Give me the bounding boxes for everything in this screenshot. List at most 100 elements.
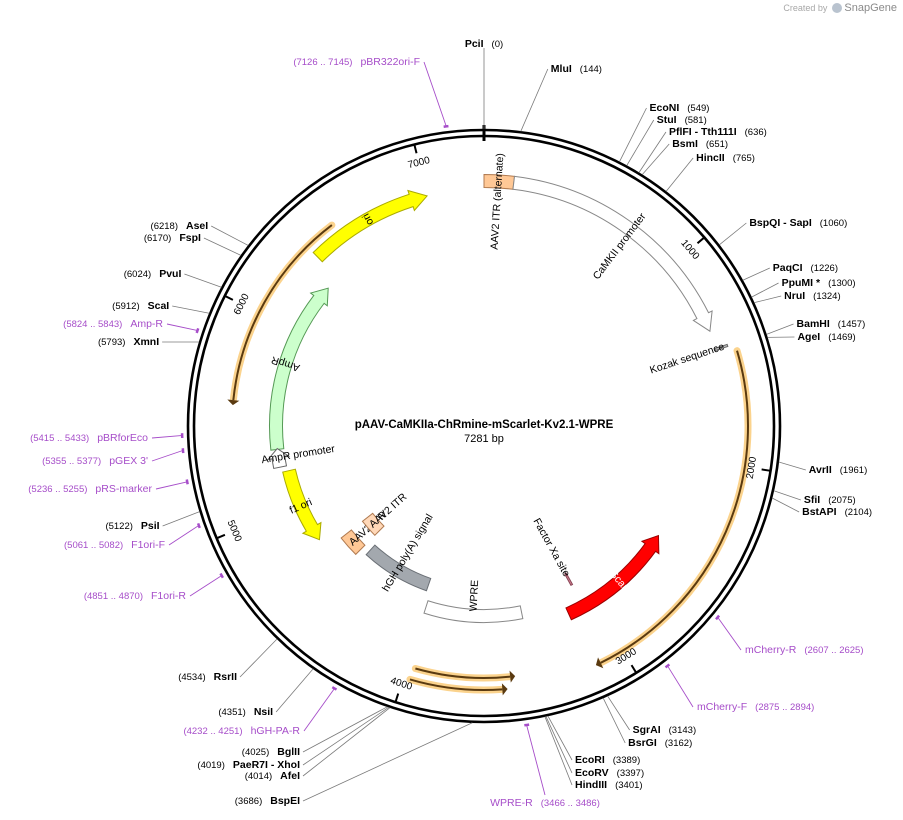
site-psii[interactable]: (5122)PsiI (105, 511, 200, 532)
primer-wpre-r[interactable]: WPRE-R(3466 .. 3486) (490, 723, 600, 809)
primer-text: (5061 .. 5082)F1ori-F (64, 539, 165, 551)
primer-hgh-pa-r[interactable]: (4232 .. 4251)hGH-PA-R (183, 686, 338, 737)
site-text: HindIII(3401) (575, 779, 643, 791)
site-hindiii[interactable]: HindIII(3401) (544, 716, 643, 791)
feature-kozak-sequence[interactable]: Kozak sequence (648, 341, 729, 377)
site-text: EcoRI(3389) (575, 754, 640, 766)
site-pvui[interactable]: (6024)PvuI (124, 268, 222, 288)
site-bsrgi[interactable]: BsrGI(3162) (602, 697, 692, 749)
site-position: (636) (745, 127, 767, 138)
site-name: AvrII (809, 464, 832, 476)
site-name: BstAPI (802, 506, 837, 518)
site-name: PaqCI (773, 262, 803, 274)
site-nrui[interactable]: NruI(1324) (754, 290, 841, 304)
site-text: BsrGI(3162) (628, 737, 692, 749)
site-text: (5793)XmnI (98, 336, 159, 348)
primer-pgex-3[interactable]: (5355 .. 5377)pGEX 3' (42, 448, 185, 467)
site-text: (6218)AseI (151, 220, 209, 232)
site-leader (203, 237, 242, 256)
primer-range: (5824 .. 5843) (63, 319, 122, 330)
site-name: NruI (784, 290, 805, 302)
primer-name: mCherry-R (745, 644, 797, 656)
site-position: (1961) (840, 465, 867, 476)
site-scai[interactable]: (5912)ScaI (112, 300, 210, 314)
primer-amp-r[interactable]: (5824 .. 5843)Amp-R (63, 318, 200, 334)
site-leader (184, 273, 222, 288)
site-fspi[interactable]: (6170)FspI (144, 232, 242, 256)
site-bspqi-sapi[interactable]: BspQI - SapI(1060) (719, 217, 847, 246)
feature-factor-xa-site[interactable]: Factor Xa site (530, 516, 574, 587)
site-leader (172, 305, 210, 314)
site-pcii[interactable]: PciI(0) (465, 38, 503, 129)
primer-range: (4232 .. 4251) (183, 726, 242, 737)
site-leader (766, 323, 794, 335)
feature-aav2-itr-alternate[interactable]: AAV2 ITR (alternate) (483, 153, 516, 250)
primer-leader (151, 435, 182, 439)
site-avrii[interactable]: AvrII (1961) (778, 461, 867, 476)
site-name: BspQI - SapI (749, 217, 812, 229)
site-name: PaeR7I - XhoI (233, 759, 300, 771)
primer-mark (664, 663, 671, 669)
site-hincii[interactable]: HincII(765) (665, 152, 755, 192)
site-bsmi[interactable]: BsmI(651) (641, 138, 728, 175)
site-leader (602, 697, 626, 744)
feature-camkii-promoter[interactable]: CaMKII promoter (512, 175, 713, 333)
site-afei[interactable]: (4014)AfeI (245, 707, 391, 782)
site-leader (162, 511, 200, 527)
tick-mark (216, 533, 226, 540)
feature-wpre[interactable]: WPRE (423, 580, 524, 623)
site-leader (773, 490, 801, 501)
feature-f1-ori[interactable]: f1 ori (282, 468, 322, 541)
primer-mark (331, 686, 338, 691)
site-xmni[interactable]: (5793)XmnI (98, 336, 200, 348)
site-rsrii[interactable]: (4534)RsrII (178, 638, 278, 683)
primer-prs-marker[interactable]: (5236 .. 5255)pRS-marker (28, 479, 189, 495)
site-econi[interactable]: EcoNI(549) (619, 102, 710, 162)
primer-text: (5415 .. 5433)pBRforEco (30, 432, 148, 444)
site-paqci[interactable]: PaqCI(1226) (742, 262, 838, 281)
feature-ori[interactable]: ori (312, 189, 428, 263)
primer-mcherry-f[interactable]: mCherry-F(2875 .. 2894) (664, 663, 815, 713)
site-sgrai[interactable]: SgrAI(3143) (607, 695, 696, 736)
site-paer7i-xhoi[interactable]: (4019)PaeR7I - XhoI (197, 706, 389, 771)
site-mlui[interactable]: MluI(144) (520, 63, 602, 132)
primer-pbr322ori-f[interactable]: (7126 .. 7145)pBR322ori-F (293, 56, 449, 128)
primer-text: (4851 .. 4870)F1ori-R (84, 590, 187, 602)
primer-mcherry-r[interactable]: mCherry-R(2607 .. 2625) (715, 614, 864, 656)
site-position: (4025) (242, 747, 269, 758)
site-bstapi[interactable]: BstAPI(2104) (771, 497, 872, 518)
primer-leader (168, 525, 199, 546)
site-position: (4014) (245, 771, 272, 782)
primer-name: mCherry-F (697, 701, 747, 713)
site-ppumi[interactable]: PpuMI *(1300) (751, 277, 856, 298)
feature-ampr[interactable]: AmpR (269, 287, 329, 451)
site-bamhi[interactable]: BamHI(1457) (766, 318, 866, 335)
feature-label: AAV2 ITR (alternate) (489, 153, 507, 250)
site-position: (5912) (112, 301, 139, 312)
site-agei[interactable]: AgeI(1469) (767, 331, 856, 343)
feature-mscarlet[interactable]: mScarlet (565, 534, 660, 621)
primer-pbrforeco[interactable]: (5415 .. 5433)pBRforEco (30, 432, 184, 444)
site-ecori[interactable]: EcoRI(3389) (547, 715, 640, 766)
orf-layer (227, 221, 752, 696)
feature-shape (423, 600, 524, 623)
feature-aav2-itr[interactable]: AAV2 ITR (361, 491, 410, 537)
site-stui[interactable]: StuI(581) (626, 114, 707, 166)
site-ecorv[interactable]: EcoRV(3397) (545, 716, 644, 779)
site-bglii[interactable]: (4025) BglII (242, 706, 388, 758)
primer-f1ori-f[interactable]: (5061 .. 5082)F1ori-F (64, 522, 201, 551)
site-nsii[interactable]: (4351)NsiI (218, 668, 314, 718)
primer-text: (7126 .. 7145)pBR322ori-F (293, 56, 420, 68)
primer-f1ori-r[interactable]: (4851 .. 4870)F1ori-R (84, 572, 224, 602)
plasmid-title: pAAV-CaMKIIa-ChRmine-mScarlet-Kv2.1-WPRE… (355, 419, 614, 445)
feature-shape (565, 534, 660, 621)
site-leader (545, 716, 573, 774)
site-asei[interactable]: (6218)AseI (151, 220, 249, 246)
site-name: PflFI - Tth111I (669, 126, 737, 138)
primer-text: (5824 .. 5843)Amp-R (63, 318, 163, 330)
site-pflfi-tth111i[interactable]: PflFI - Tth111I (636) (638, 126, 767, 173)
site-name: BglII (277, 746, 300, 758)
site-text: (4351)NsiI (218, 706, 273, 718)
site-bspei[interactable]: (3686)BspEI (235, 722, 473, 807)
site-sfii[interactable]: SfiI(2075) (773, 490, 856, 506)
